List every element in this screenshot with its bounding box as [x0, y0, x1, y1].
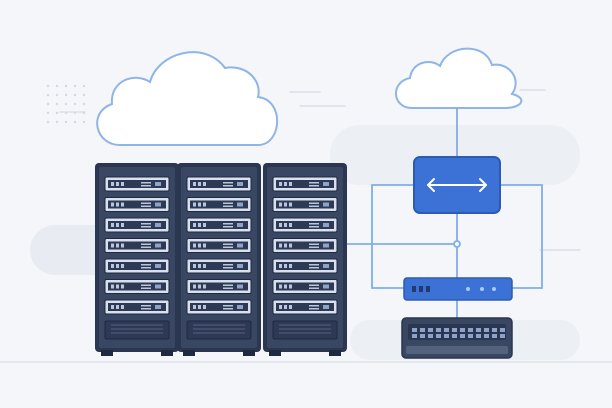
server-unit: [104, 197, 170, 212]
grid-dot: [73, 102, 77, 106]
server-unit: [272, 299, 338, 315]
grid-dot: [46, 102, 50, 106]
server-rack: [177, 163, 261, 356]
grid-dot: [82, 84, 86, 88]
grid-dot: [46, 111, 50, 115]
dot-grid-decoration: [46, 84, 86, 124]
grid-dot: [64, 102, 68, 106]
grid-dot: [46, 120, 50, 124]
grid-dot: [55, 120, 59, 124]
rack-vent-panel: [186, 320, 252, 340]
port: [436, 334, 441, 338]
grid-dot: [73, 120, 77, 124]
decorative-lines: [59, 89, 581, 251]
grid-dot: [55, 102, 59, 106]
server-unit: [186, 279, 252, 294]
server-unit: [272, 238, 338, 253]
network-switch: [413, 156, 501, 214]
server-rack: [263, 163, 347, 356]
patch-panel-ports: [412, 328, 505, 338]
server-unit: [104, 299, 170, 315]
server-unit: [186, 217, 252, 233]
grid-dot: [64, 84, 68, 88]
server-unit: [272, 197, 338, 212]
grid-dot: [55, 93, 59, 97]
server-unit: [272, 176, 338, 192]
server-unit: [104, 279, 170, 294]
server-unit: [272, 279, 338, 294]
rack-vent-panel: [104, 320, 170, 340]
router-device: [403, 277, 513, 301]
port: [460, 334, 465, 338]
port: [452, 328, 457, 332]
grid-dot: [73, 93, 77, 97]
port: [460, 328, 465, 332]
cloud-left-icon: [96, 51, 279, 146]
port: [476, 328, 481, 332]
grid-dot: [46, 93, 50, 97]
port: [484, 334, 489, 338]
patch-panel-device: [401, 317, 513, 359]
grid-dot: [64, 93, 68, 97]
port: [436, 328, 441, 332]
server-unit: [186, 299, 252, 315]
server-unit: [104, 217, 170, 233]
server-rack: [95, 163, 179, 356]
server-unit: [104, 238, 170, 253]
bidirectional-arrow-icon: [427, 178, 487, 192]
port: [500, 328, 505, 332]
port: [492, 328, 497, 332]
server-unit: [186, 258, 252, 274]
grid-dot: [82, 102, 86, 106]
port: [420, 334, 425, 338]
port: [476, 334, 481, 338]
grid-dot: [55, 111, 59, 115]
server-unit: [272, 258, 338, 274]
port: [484, 328, 489, 332]
port: [444, 334, 449, 338]
port: [492, 334, 497, 338]
rack-vent-panel: [272, 320, 338, 340]
grid-dot: [82, 120, 86, 124]
server-unit: [186, 197, 252, 212]
grid-dot: [73, 84, 77, 88]
port: [468, 334, 473, 338]
port: [412, 334, 417, 338]
network-connection-lines: [346, 108, 543, 318]
port: [412, 328, 417, 332]
port: [420, 328, 425, 332]
grid-dot: [64, 120, 68, 124]
server-racks: [95, 163, 347, 356]
port: [428, 334, 433, 338]
server-unit: [186, 176, 252, 192]
grid-dot: [55, 84, 59, 88]
port: [444, 328, 449, 332]
grid-dot: [82, 93, 86, 97]
port: [428, 328, 433, 332]
cloud-right-icon: [395, 47, 523, 109]
server-unit: [104, 176, 170, 192]
server-unit: [186, 238, 252, 253]
port: [500, 334, 505, 338]
grid-dot: [46, 84, 50, 88]
server-unit: [104, 258, 170, 274]
port: [452, 334, 457, 338]
port: [468, 328, 473, 332]
server-unit: [272, 217, 338, 233]
